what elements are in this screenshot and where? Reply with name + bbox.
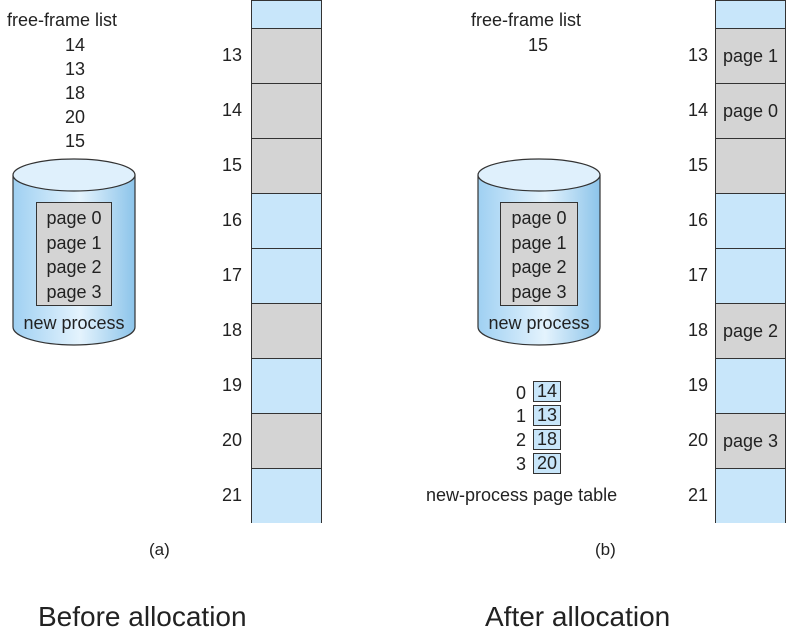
memory-frame: page 3 <box>716 413 785 468</box>
frame-number: 20 <box>687 430 708 450</box>
free-frame-entry: 13 <box>64 59 86 79</box>
memory-frame <box>252 303 321 358</box>
page-table-entry: 20 <box>533 453 561 474</box>
memory-frame-partial <box>716 1 785 28</box>
frame-number: 17 <box>687 265 708 285</box>
process-pages-box: page 0 page 1 page 2 page 3 <box>500 202 578 306</box>
memory-frame <box>252 28 321 83</box>
free-frame-entry: 15 <box>64 131 86 151</box>
page-table-entry: 13 <box>533 405 561 426</box>
memory-frame: page 1 <box>716 28 785 83</box>
memory-frame: page 2 <box>716 303 785 358</box>
memory-frame <box>716 358 785 413</box>
panel-caption: After allocation <box>485 601 671 632</box>
page-table-index: 2 <box>515 430 526 450</box>
memory-frame <box>252 413 321 468</box>
page-table-index: 3 <box>515 454 526 474</box>
memory-frame <box>716 193 785 248</box>
new-process-label: new process <box>488 313 590 333</box>
page-table-index: 0 <box>515 383 526 403</box>
process-page: page 1 <box>46 232 102 253</box>
memory-frame <box>252 83 321 138</box>
memory-frame <box>252 138 321 193</box>
panel-tag: (b) <box>595 540 616 559</box>
frame-number: 20 <box>221 430 242 450</box>
memory-frame <box>716 138 785 193</box>
process-page: page 0 <box>46 208 102 228</box>
frame-number: 16 <box>221 210 242 230</box>
free-frame-list-title: free-frame list <box>471 10 582 30</box>
frame-number: 21 <box>221 485 242 505</box>
process-page: page 2 <box>511 257 567 277</box>
process-page: page 3 <box>46 281 102 302</box>
frame-number: 15 <box>687 155 708 175</box>
frame-number: 13 <box>221 45 242 65</box>
panel-tag: (a) <box>149 540 170 559</box>
free-frame-entry: 15 <box>527 35 549 55</box>
page-table-index: 1 <box>515 406 526 426</box>
memory-frame <box>716 248 785 303</box>
free-frame-list-title: free-frame list <box>7 10 118 30</box>
panel-caption: Before allocation <box>38 601 247 632</box>
free-frame-entry: 18 <box>64 83 86 103</box>
page-table-entry: 14 <box>533 381 561 402</box>
frame-number: 16 <box>687 210 708 230</box>
frame-number: 17 <box>221 265 242 285</box>
process-page: page 1 <box>511 232 567 253</box>
free-frame-entry: 14 <box>64 35 86 55</box>
physical-memory-column: page 1 page 0 page 2 page 3 <box>715 0 786 523</box>
memory-frame <box>252 468 321 523</box>
frame-number: 21 <box>687 485 708 505</box>
frame-number: 18 <box>221 320 242 340</box>
page-table-entry: 18 <box>533 429 561 450</box>
frame-number: 13 <box>687 45 708 65</box>
frame-number: 19 <box>221 375 242 395</box>
physical-memory-column <box>251 0 322 523</box>
process-page: page 3 <box>511 281 567 302</box>
memory-frame <box>252 248 321 303</box>
frame-number: 18 <box>687 320 708 340</box>
frame-number: 15 <box>221 155 242 175</box>
process-pages-box: page 0 page 1 page 2 page 3 <box>36 202 112 306</box>
frame-number: 14 <box>687 100 708 120</box>
frame-number: 14 <box>221 100 242 120</box>
frame-number: 19 <box>687 375 708 395</box>
memory-frame <box>252 358 321 413</box>
memory-frame-partial <box>252 1 321 28</box>
memory-frame: page 0 <box>716 83 785 138</box>
memory-frame <box>716 468 785 523</box>
process-page: page 0 <box>511 208 567 228</box>
new-process-label: new process <box>23 313 125 333</box>
page-table-label: new-process page table <box>426 485 618 505</box>
free-frame-entry: 20 <box>64 107 86 127</box>
process-page: page 2 <box>46 257 102 277</box>
memory-frame <box>252 193 321 248</box>
